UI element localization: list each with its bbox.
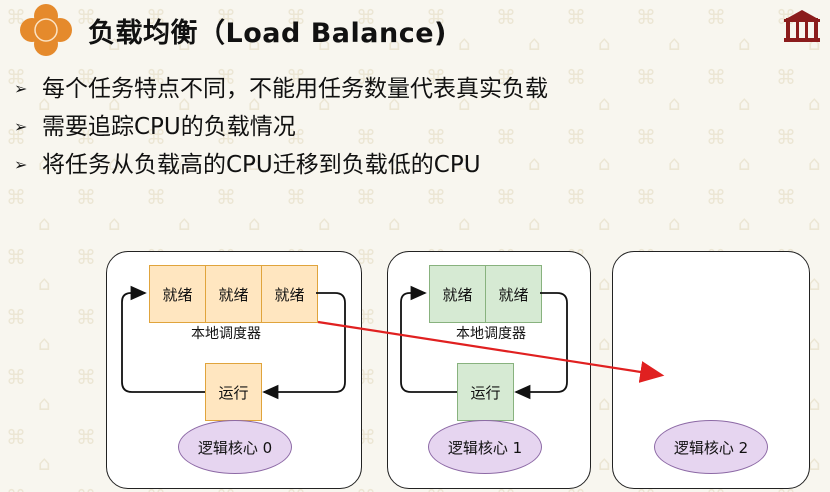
bullet-list: ➢ 每个任务特点不同，不能用任务数量代表真实负载 ➢ 需要追踪CPU的负载情况 ➢ 将… [14,70,548,184]
logical-core-2: 逻辑核心 2 [654,420,768,474]
running-task: 运行 [205,363,262,421]
ready-task: 就绪 [261,265,318,323]
logical-core-1: 逻辑核心 1 [428,420,542,474]
arrowhead-bullet-icon: ➢ [14,155,28,174]
bullet-text: 将任务从负载高的CPU迁移到负载低的CPU [42,152,481,178]
ready-task: 就绪 [429,265,486,323]
local-scheduler-label: 本地调度器 [456,326,526,342]
bullet-text: 每个任务特点不同，不能用任务数量代表真实负载 [42,76,548,102]
local-scheduler-label: 本地调度器 [191,326,261,342]
bullet-text: 需要追踪CPU的负载情况 [42,114,296,140]
ready-task: 就绪 [149,265,206,323]
ready-task: 就绪 [485,265,542,323]
ready-task: 就绪 [205,265,262,323]
bullet-item: ➢ 将任务从负载高的CPU迁移到负载低的CPU [14,146,548,184]
bullet-item: ➢ 需要追踪CPU的负载情况 [14,108,548,146]
university-gate-logo-icon [784,10,820,42]
running-task: 运行 [457,363,514,421]
logical-core-0: 逻辑核心 0 [178,420,292,474]
orange-flower-icon [20,4,72,56]
arrowhead-bullet-icon: ➢ [14,79,28,98]
arrowhead-bullet-icon: ➢ [14,117,28,136]
page-title: 负载均衡（Load Balance) [88,18,447,49]
bullet-item: ➢ 每个任务特点不同，不能用任务数量代表真实负载 [14,70,548,108]
